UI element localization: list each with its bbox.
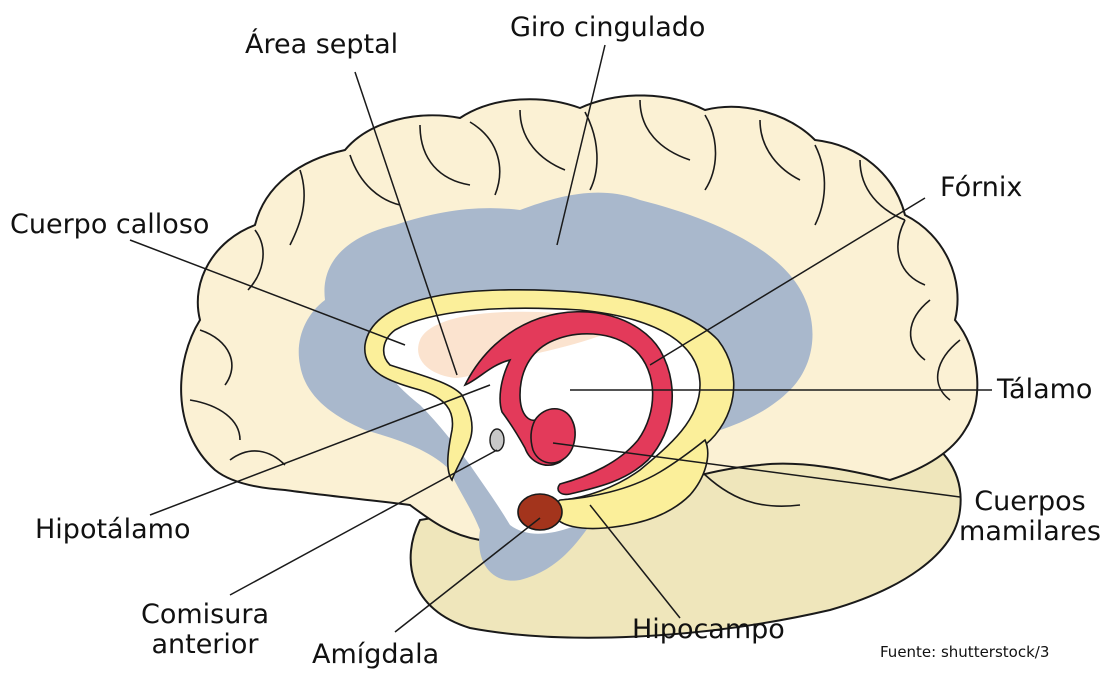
anterior-commissure — [490, 429, 504, 451]
label-cuerpos-mamilares-line1: Cuerpos — [955, 487, 1105, 517]
label-talamo: Tálamo — [997, 375, 1092, 405]
label-comisura-anterior: Comisura anterior — [125, 600, 285, 660]
label-fornix: Fórnix — [940, 173, 1022, 203]
label-area-septal: Área septal — [245, 30, 398, 60]
label-cuerpo-calloso: Cuerpo calloso — [10, 210, 209, 240]
mammillary-bodies — [531, 409, 575, 463]
label-cuerpos-mamilares: Cuerpos mamilares — [955, 487, 1105, 547]
label-hipocampo: Hipocampo — [632, 615, 785, 645]
label-giro-cingulado: Giro cingulado — [510, 13, 705, 43]
source-credit: Fuente: shutterstock/3 — [880, 643, 1049, 661]
amygdala — [518, 494, 562, 530]
label-amigdala: Amígdala — [312, 640, 439, 670]
label-comisura-anterior-line1: Comisura — [125, 600, 285, 630]
label-hipotalamo: Hipotálamo — [35, 515, 190, 545]
label-cuerpos-mamilares-line2: mamilares — [955, 517, 1105, 547]
label-comisura-anterior-line2: anterior — [125, 630, 285, 660]
